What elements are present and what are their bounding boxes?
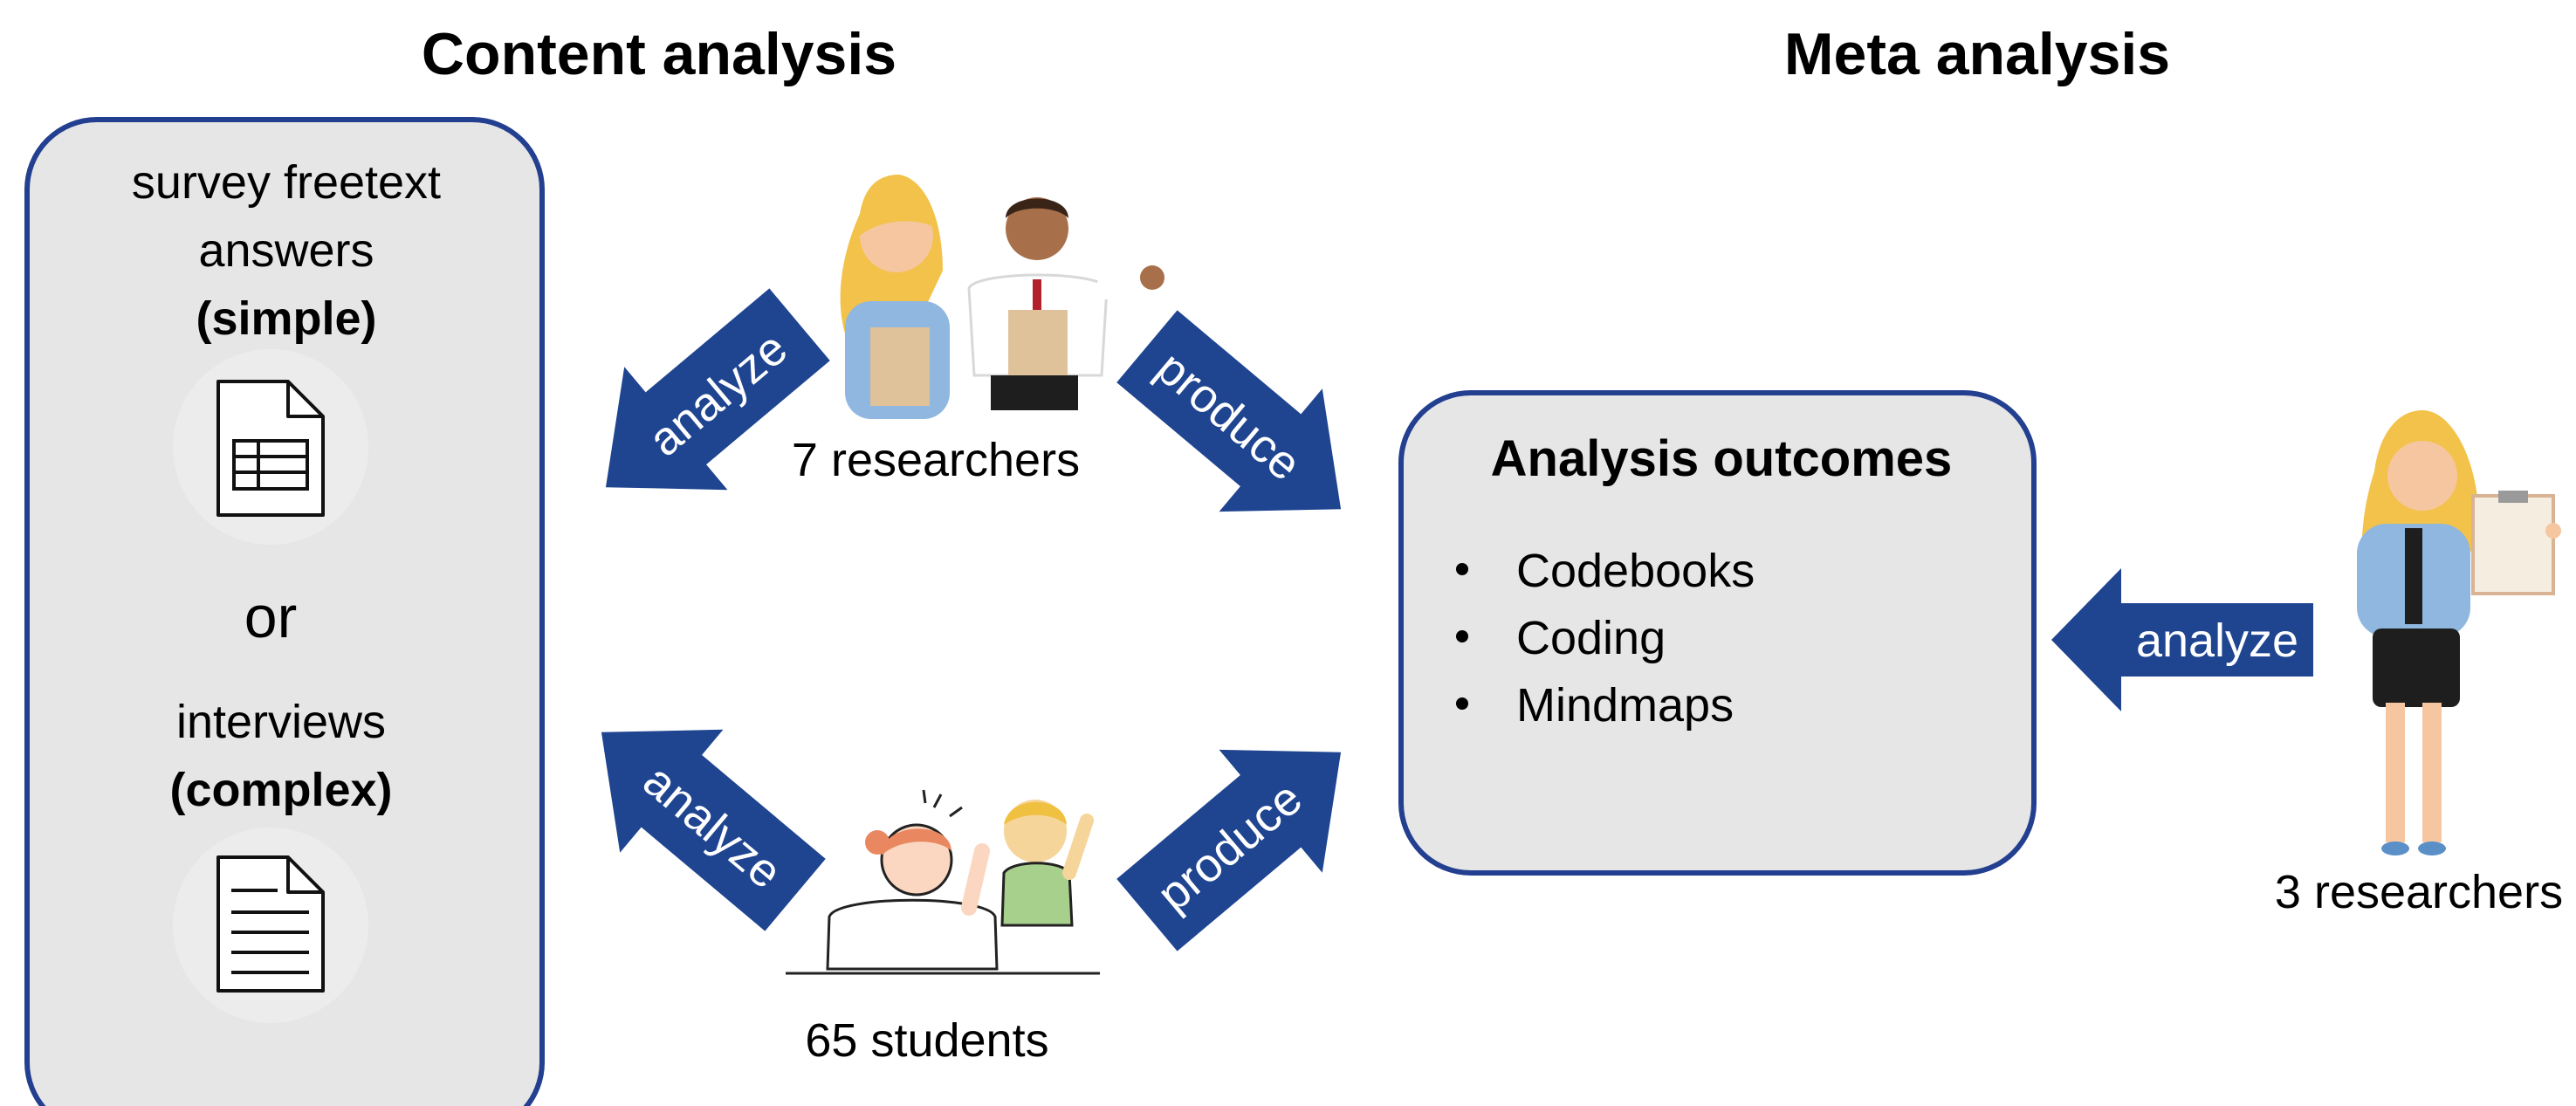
meta-analysis-heading: Meta analysis [1784,21,2170,87]
researchers-group-illustration [840,175,1164,419]
students-illustration [786,789,1100,975]
analyze-arrow-right-label: analyze [2136,615,2298,667]
students-label: 65 students [805,1014,1048,1067]
survey-complexity-tag: (simple) [196,292,376,345]
interviews-complexity-tag: (complex) [169,764,392,816]
outcome-item: Mindmaps [1456,679,1734,732]
researcher-right-illustration [2357,410,2561,855]
outcome-item-mindmaps: Mindmaps [1516,679,1734,732]
analyze-arrow-top: analyze [605,288,830,491]
outcome-item-codebooks: Codebooks [1516,545,1755,597]
outcome-item-coding: Coding [1516,612,1666,664]
analyze-arrow-bottom: analyze [601,729,826,931]
produce-arrow-bottom: produce [1116,749,1342,951]
analysis-outcomes-title: Analysis outcomes [1491,430,1953,487]
analysis-outcomes-box [1398,390,2037,876]
outcome-item: Codebooks [1456,545,1755,597]
outcome-item: Coding [1456,612,1666,664]
survey-label: survey freetext [132,156,441,209]
researchers-3-label: 3 researchers [2275,866,2563,918]
data-sources-box [24,117,545,1106]
text-document-icon [173,828,368,1023]
table-document-icon [173,349,368,545]
interviews-label: interviews [176,696,386,748]
analyze-arrow-right: analyze [2051,568,2313,711]
content-analysis-heading: Content analysis [422,21,896,87]
or-label: or [244,584,297,650]
produce-arrow-top: produce [1116,310,1342,512]
survey-label-2: answers [198,224,374,277]
researchers-7-label: 7 researchers [792,434,1080,486]
